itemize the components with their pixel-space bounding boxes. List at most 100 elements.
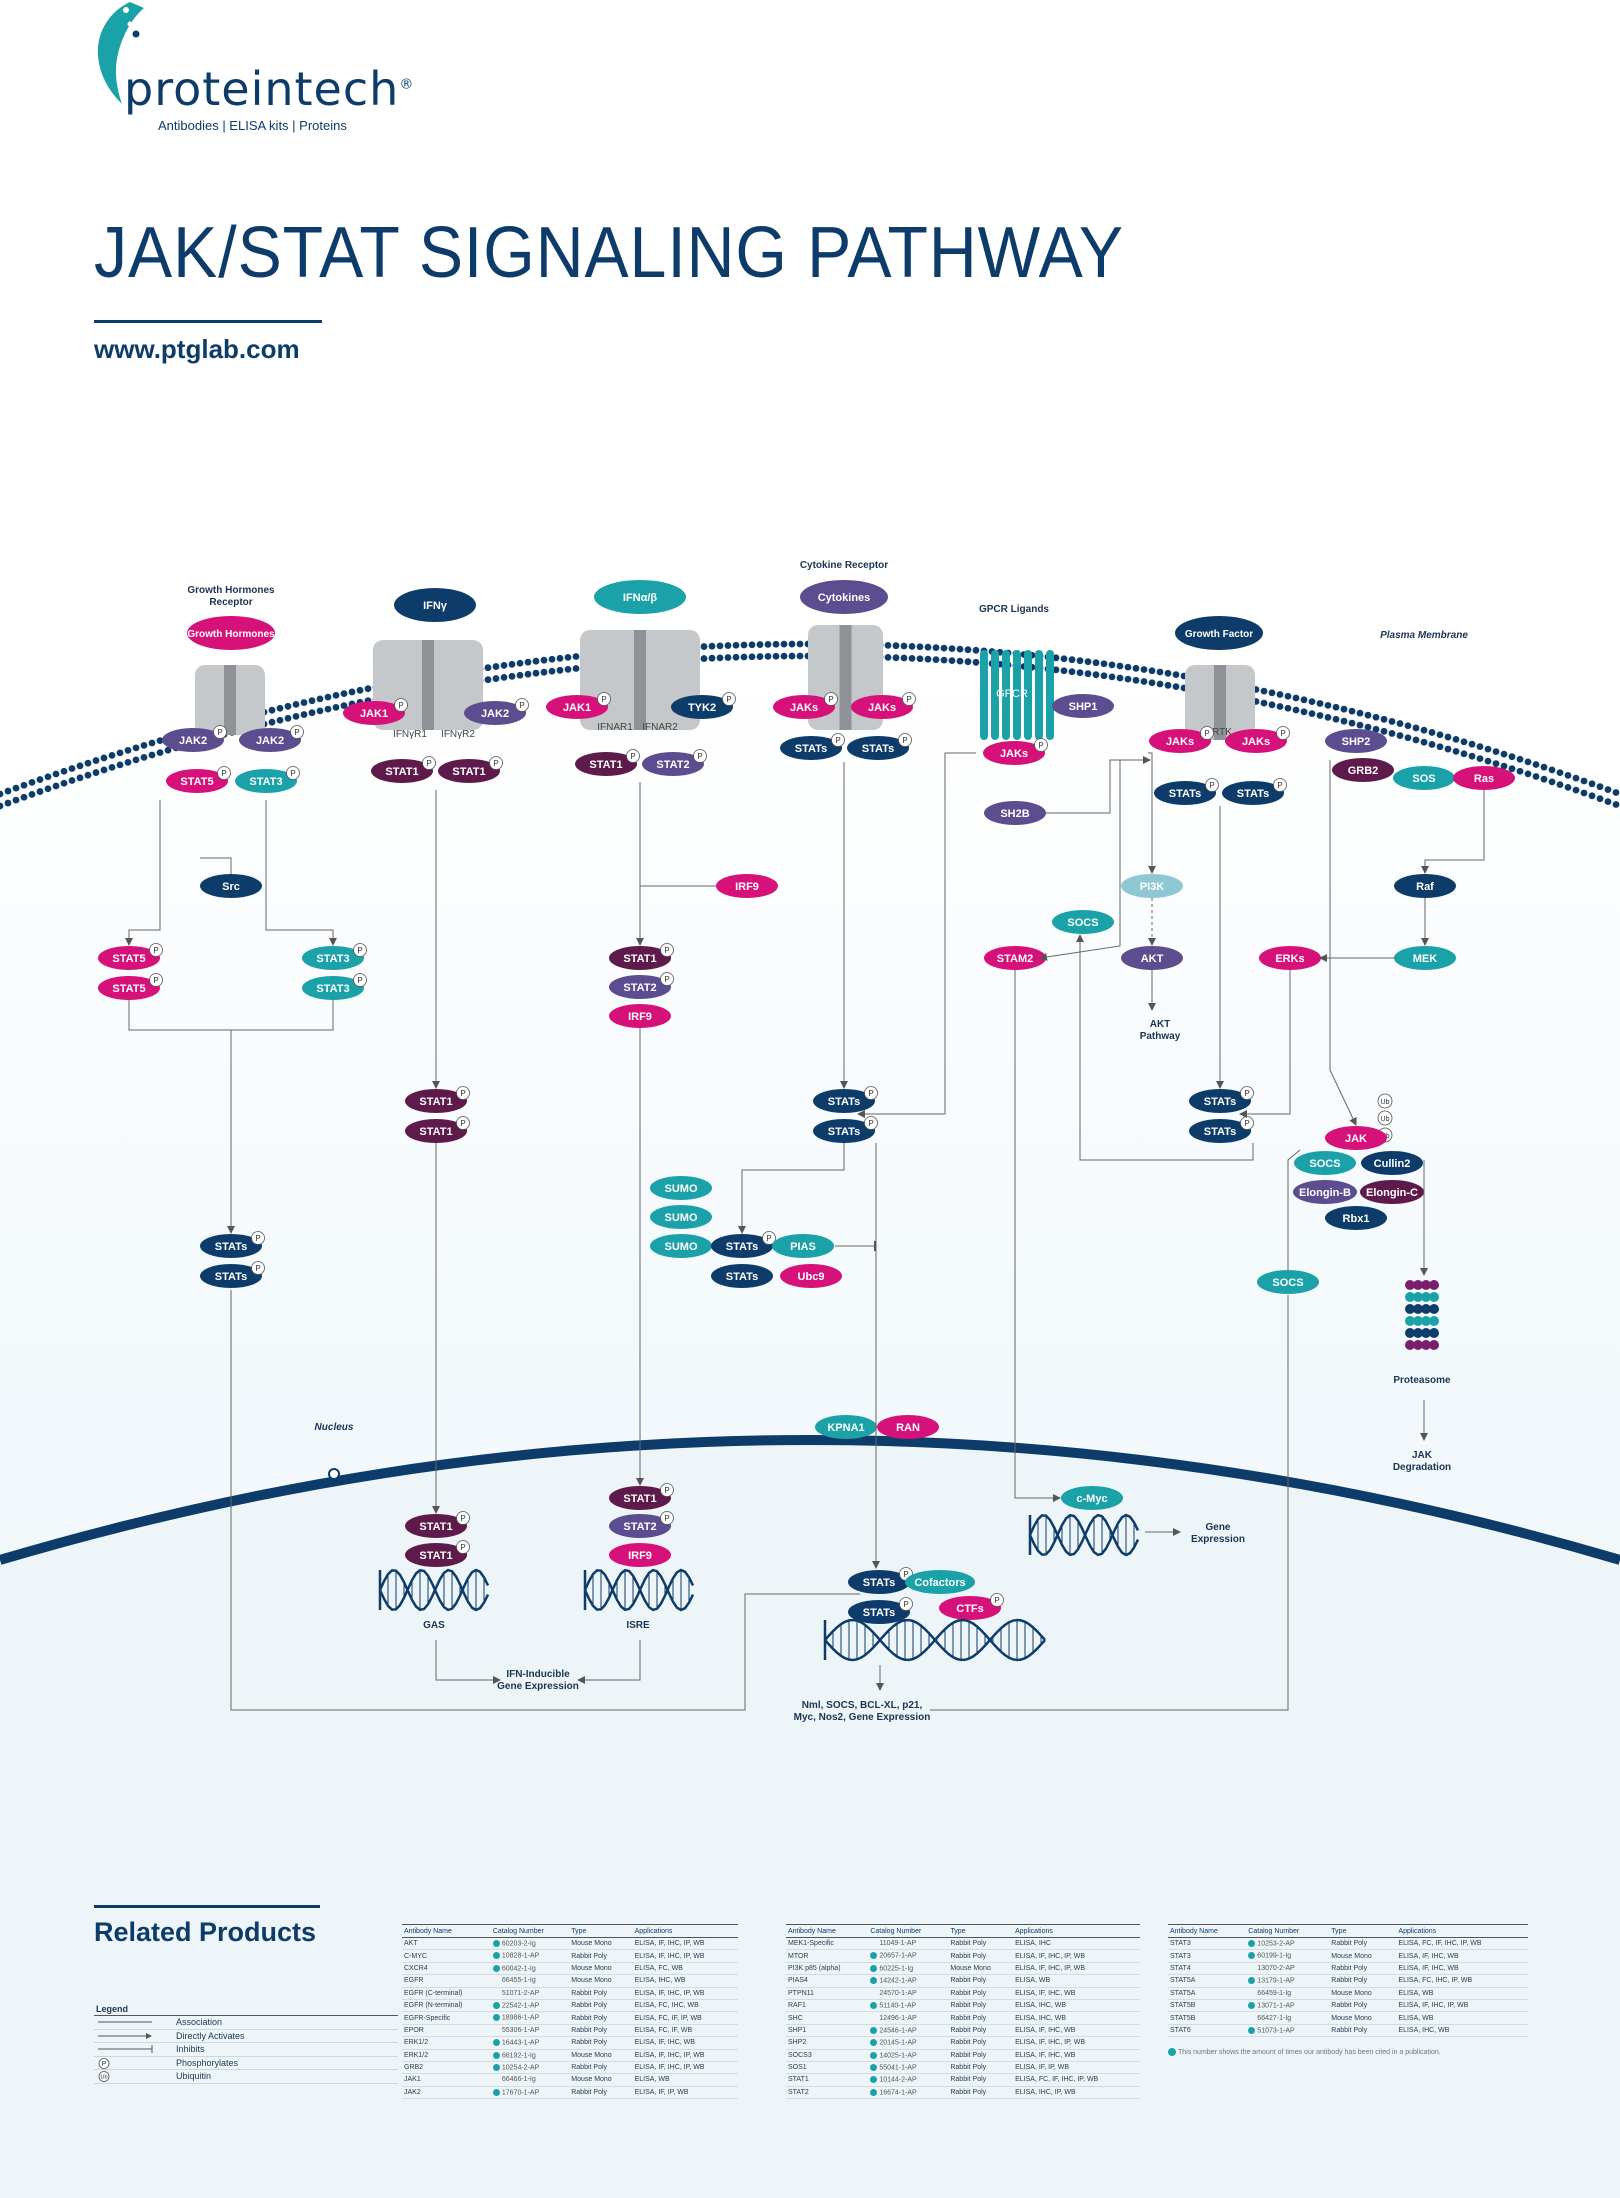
table-cell[interactable]: 60225-1-Ig [868,1962,949,1976]
pathway-edge [1014,970,1061,1502]
node-label: STATs [1169,788,1201,800]
svg-text:P: P [664,1514,669,1523]
phosphate-icon: P [902,692,916,706]
ligand-ifnab: IFNα/β [594,580,686,614]
table-cell[interactable]: 13071-1-AP [1246,1999,1330,2013]
stats-node: STATs [848,1570,910,1594]
table-cell[interactable]: 51073-1-AP [1246,2024,1330,2038]
table-cell: Mouse Mono [1329,1987,1397,2000]
table-cell: Rabbit Poly [569,2011,633,2025]
table-cell[interactable]: 16674-1-AP [868,2086,949,2100]
table-cell[interactable]: 20145-1-AP [868,2036,949,2050]
table-cell[interactable]: 60042-1-Ig [490,1962,570,1976]
legend-label: Association [176,2017,223,2028]
nuclear-pore-icon [328,1468,340,1480]
sos-node: SOS [1393,766,1455,790]
table-cell[interactable]: 13070-2-AP [1246,1962,1330,1976]
table-cell[interactable]: 24546-1-AP [868,2024,949,2038]
site-url[interactable]: www.ptglab.com [94,334,300,364]
table-cell[interactable]: 16443-1-AP [490,2036,570,2050]
table-cell[interactable]: 22542-1-AP [490,1999,570,2013]
table-cell[interactable]: 14025-1-AP [868,2049,949,2062]
rtk-receptor [1185,665,1255,740]
phosphate-icon: P [149,973,163,987]
svg-text:P: P [828,695,833,704]
table-cell[interactable]: 24570-1-AP [868,1987,949,2000]
table-cell[interactable]: 66192-1-Ig [490,2049,570,2062]
svg-text:P: P [460,1119,465,1128]
citation-badge-icon [870,2001,878,2009]
jaks-node: JAKs [773,695,835,719]
irf9-node: IRF9 [716,874,778,898]
ifn-inducible-label: IFN-Inducible [506,1669,570,1680]
table-cell[interactable]: 11049-1-AP [868,1937,949,1951]
node-label: Raf [1416,881,1434,893]
table-cell: ELISA, IHC, IP, WB [1013,2086,1140,2100]
table-cell: ELISA, IF, IP, WB [1013,2061,1140,2075]
table-cell[interactable]: 10828-1-AP [490,1949,570,1963]
table-cell[interactable]: 55306-1-AP [490,2024,570,2038]
phosphate-icon: P [290,725,304,739]
stats-node: STATs [711,1234,773,1258]
node-label: SUMO [665,1241,698,1253]
jaks-node: JAKs [851,695,913,719]
table-cell: ERK1/2 [402,2036,491,2050]
jaks-node: JAKs [983,741,1045,765]
node-label: STAT2 [623,1521,656,1533]
jak-degradation-label: Degradation [1393,1462,1451,1473]
node-label: JAK1 [563,702,591,714]
table-cell[interactable]: 66427-1-Ig [1246,2011,1330,2025]
table-cell[interactable]: 55041-1-AP [868,2061,949,2075]
svg-text:Ub: Ub [1381,1099,1390,1106]
node-label: STAT1 [452,766,485,778]
node-label: STATs [1204,1126,1236,1138]
citation-badge-icon [492,1940,500,1948]
table-cell: ELISA, IF, IHC, IP, WB [1013,1962,1140,1976]
table-cell[interactable]: 51140-1-AP [868,1999,949,2013]
table-cell: ELISA, FC, IF, WB [632,2024,738,2038]
table-cell[interactable]: 14242-1-AP [868,1974,949,1988]
table-cell[interactable]: 60203-2-Ig [490,1937,570,1951]
stat3-node: STAT3 [235,769,297,793]
table-cell: Rabbit Poly [948,2073,1014,2087]
table-cell[interactable]: 60199-1-Ig [1246,1949,1330,1963]
table-cell[interactable]: 18986-1-AP [490,2011,570,2025]
table-cell[interactable]: 51071-2-AP [490,1987,570,2000]
gh-receptor-label: Growth Hormones [187,585,275,596]
gene-expression-label: Expression [1191,1534,1245,1545]
stats-node: STATs [1222,781,1284,805]
table-cell[interactable]: 13179-1-AP [1246,1974,1330,1988]
node-label: TYK2 [688,702,716,714]
table-cell[interactable]: 10144-2-AP [868,2073,949,2087]
table-cell[interactable]: 10254-2-AP [490,2061,570,2075]
table-cell[interactable]: 10253-2-AP [1246,1937,1330,1951]
svg-text:P: P [398,701,403,710]
node-label: JAK1 [360,708,388,720]
table-cell[interactable]: 66459-1-Ig [1246,1987,1330,2000]
table-cell[interactable]: 66466-1-Ig [490,2073,570,2087]
phosphate-icon: P [626,749,640,763]
table-cell: Mouse Mono [569,1962,633,1976]
ifnar2-label: IFNAR2 [642,722,678,733]
table-cell[interactable]: 66455-1-Ig [490,1974,570,1988]
jaks-node: JAKs [1225,729,1287,753]
table-cell: CXCR4 [402,1962,491,1976]
table-cell: Rabbit Poly [948,2024,1014,2038]
table-cell[interactable]: 17670-1-AP [490,2086,570,2100]
svg-text:Ub: Ub [100,2075,107,2081]
table-cell[interactable]: 12496-1-AP [868,2011,949,2025]
grb2-node: GRB2 [1332,758,1394,782]
table-cell[interactable]: 20657-1-AP [868,1949,949,1963]
table-cell: ELISA, IF, IHC, WB [1013,1987,1140,2000]
table-cell: Rabbit Poly [948,2086,1014,2100]
